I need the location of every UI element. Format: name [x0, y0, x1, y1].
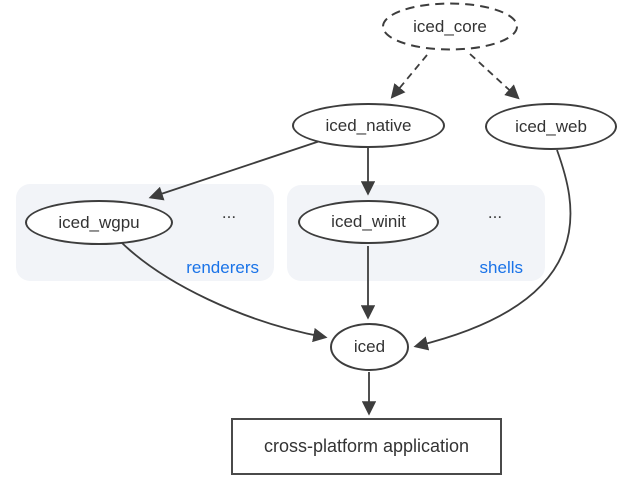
- edge-iced-core-to-iced-native: [390, 54, 428, 99]
- node-iced-web-label: iced_web: [515, 116, 587, 136]
- node-iced-core-outline: [382, 2, 518, 51]
- node-iced-native-label: iced_native: [325, 115, 412, 135]
- edge-iced-web-to-iced: [413, 149, 572, 351]
- node-iced-core: iced_core: [382, 3, 518, 50]
- node-application-label: cross-platform application: [263, 436, 470, 456]
- edge-iced-native-to-iced-wgpu: [148, 140, 321, 201]
- node-iced-wgpu-label: iced_wgpu: [58, 212, 140, 232]
- renderers-label: renderers: [186, 258, 259, 277]
- node-iced-wgpu: iced_wgpu: [25, 200, 173, 245]
- edge-iced-wgpu-to-iced: [120, 241, 328, 343]
- renderers-ellipsis: ...: [221, 203, 237, 222]
- node-iced-label: iced: [353, 337, 386, 356]
- node-iced: iced: [330, 323, 409, 371]
- node-iced-winit: iced_winit: [298, 200, 439, 244]
- shells-label: shells: [479, 258, 523, 277]
- shells-ellipsis: ...: [487, 203, 503, 222]
- node-iced-native: iced_native: [292, 103, 445, 148]
- node-iced-web: iced_web: [485, 103, 617, 150]
- node-cross-platform-application: cross-platform application: [231, 418, 502, 475]
- edge-iced-core-to-iced-web: [469, 53, 520, 100]
- node-iced-core-label: iced_core: [413, 16, 487, 36]
- node-iced-winit-label: iced_winit: [331, 212, 406, 231]
